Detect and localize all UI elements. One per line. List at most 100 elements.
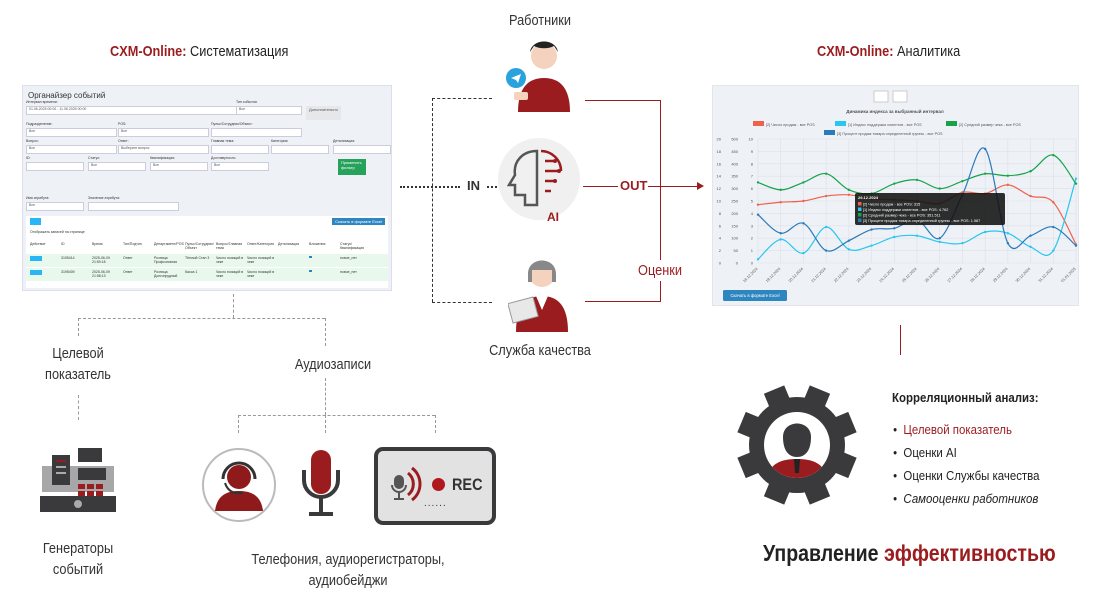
filter-field[interactable]: 01.06.2025 00:00 - 11.06.2025 00:00: [26, 106, 242, 115]
x-tick-label: 28.12.2024: [970, 267, 986, 283]
y-tick-label: 0: [751, 261, 754, 266]
filter-field[interactable]: Все: [26, 145, 117, 154]
data-point: [802, 251, 805, 255]
column-header[interactable]: Время: [92, 242, 103, 246]
table-cell: новое_нет: [340, 256, 357, 260]
data-point: [802, 181, 805, 184]
line-chart-button[interactable]: [873, 90, 889, 103]
x-tick-label: 21.12.2024: [811, 267, 827, 283]
column-header[interactable]: ID: [61, 242, 65, 246]
filter-field[interactable]: [333, 145, 391, 154]
excel-download-button[interactable]: [723, 290, 787, 301]
column-header[interactable]: Детализация: [278, 242, 300, 246]
column-header[interactable]: Пульс/Сотрудник/Объект: [185, 242, 214, 250]
column-header[interactable]: Департамент/POS: [154, 242, 184, 246]
out-arrow: [648, 186, 698, 187]
data-point: [824, 172, 828, 175]
x-tick-label: 27.12.2024: [947, 267, 963, 283]
data-point: [847, 239, 851, 242]
data-point: [1006, 174, 1010, 177]
y-tick-label: 20: [717, 137, 722, 142]
y-tick-label: 4: [719, 236, 722, 241]
bar-chart-button[interactable]: [892, 90, 908, 103]
x-tick-label: 31.12.2024: [1038, 267, 1054, 283]
y-tick-label: 7: [751, 174, 754, 179]
data-point: [779, 188, 782, 192]
y-tick-label: 350: [731, 174, 738, 179]
quality-service-label: Служба качества: [489, 342, 591, 359]
data-point: [824, 225, 828, 229]
tooltip-line: [3] Процент продаж товара определенной г…: [863, 219, 980, 223]
y-tick-label: 50: [734, 248, 739, 253]
column-header[interactable]: Тип/Подтип: [123, 242, 142, 246]
tooltip-bg: [855, 193, 1005, 225]
correlation-item: Целевой показатель: [893, 418, 1039, 441]
filter-field[interactable]: Все: [26, 128, 117, 137]
x-tick-label: 30.12.2024: [1015, 267, 1031, 283]
footer-part1: Управление: [763, 540, 879, 566]
x-tick-label: 01.01.2025: [1060, 267, 1076, 283]
data-point: [870, 244, 873, 247]
filter-field[interactable]: Все: [26, 202, 84, 211]
data-point: [1029, 245, 1032, 249]
filter-field[interactable]: Все: [88, 162, 146, 171]
gear-manager-icon: [737, 385, 857, 505]
tooltip-line: [2] Число продаж - все POS: 315: [863, 203, 920, 207]
data-point: [779, 238, 782, 241]
x-tick-label: 25.12.2024: [901, 267, 917, 283]
y-tick-label: 150: [731, 223, 738, 228]
table-cell: Ответ: [123, 270, 133, 274]
tooltip-swatch: [858, 213, 862, 217]
tooltip-swatch: [858, 207, 862, 211]
filter-field[interactable]: Все: [236, 106, 302, 115]
extra-filter-button[interactable]: Дополнительно: [306, 106, 341, 120]
data-point: [915, 178, 919, 182]
table-header: Действие ID Время Тип/Подтип Департамент/POS…: [26, 242, 388, 252]
column-header[interactable]: Действие: [30, 242, 46, 246]
filter-field[interactable]: [211, 128, 302, 137]
title-name: Аналитика: [897, 43, 961, 60]
y-tick-label: 12: [717, 186, 722, 191]
filter-field[interactable]: Все: [211, 162, 269, 171]
column-header[interactable]: Вложения: [309, 242, 326, 246]
column-header[interactable]: Вопрос/Главная тема: [216, 242, 243, 250]
column-header[interactable]: Статус/Квалификация: [340, 242, 365, 250]
table-cell: Число позиций в чеке: [216, 270, 244, 278]
table-cell: 2025-06-09 21:58:13: [92, 270, 110, 278]
y-tick-label: 10: [749, 137, 754, 142]
filter-field[interactable]: Все: [150, 162, 208, 171]
tooltip-line: [2] Средний размер чека - все POS: 351.5…: [863, 214, 941, 218]
excel-download-button[interactable]: Скачать в формате Excel: [332, 218, 385, 225]
settings-button[interactable]: [30, 218, 41, 225]
y-tick-label: 400: [731, 161, 738, 166]
data-point: [847, 188, 851, 192]
y-tick-label: 8: [751, 161, 754, 166]
ratings-label: Оценки: [636, 260, 684, 281]
filter-field[interactable]: [211, 145, 269, 154]
y-tick-label: 14: [717, 174, 722, 179]
excel-download-label: Скачать в формате Excel: [730, 293, 779, 298]
table-cell: Касса 1: [185, 270, 198, 274]
ai-brain-icon: [498, 138, 580, 220]
chart-tooltip: 29.12.2024[2] Число продаж - все POS: 31…: [855, 193, 1005, 225]
ai-label: AI: [547, 210, 559, 224]
apply-filter-button[interactable]: Применить фильтр: [338, 159, 366, 175]
filter-field[interactable]: [26, 162, 84, 171]
y-tick-label: 9: [751, 149, 754, 154]
filter-field[interactable]: Все: [118, 128, 209, 137]
correlation-item: Оценки Службы качества: [893, 464, 1039, 487]
filter-field[interactable]: [271, 145, 329, 154]
per-page-label: Отображать записей на странице: [30, 230, 85, 234]
line-chart: Динамика индекса за выбранный интервал[2…: [717, 90, 1078, 301]
y-tick-label: 2: [719, 248, 722, 253]
table-cell: 2025-06-09 21:59:18: [92, 256, 110, 264]
filter-field[interactable]: [88, 202, 179, 211]
audio-label: Аудиозаписи: [294, 356, 372, 373]
field-label: Главная тема:: [211, 139, 235, 143]
quality-service-agent-icon: [508, 260, 568, 332]
filter-field[interactable]: Выберите вопрос: [118, 145, 209, 154]
tooltip-swatch: [858, 202, 862, 206]
column-header[interactable]: Ответ/Категория: [247, 242, 274, 246]
